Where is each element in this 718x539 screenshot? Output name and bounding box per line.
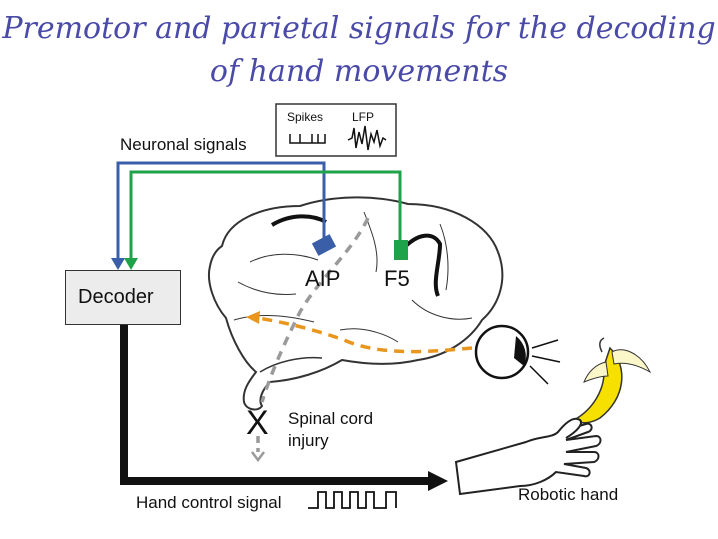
spinal-cord-label: Spinal cord: [288, 409, 374, 428]
decoder-box: [65, 270, 181, 325]
spinal-arrowhead-icon: [251, 451, 265, 463]
aip-arrowhead-icon: [111, 258, 125, 270]
injury-label: injury: [288, 431, 329, 450]
page-title-line1: Premotor and parietal signals for the de…: [2, 11, 716, 46]
visual-arrowhead-icon: [246, 311, 260, 324]
brain-illustration: [208, 196, 504, 411]
hand-control-arrowhead-icon: [428, 471, 448, 491]
arcuate-sulcus: [400, 233, 443, 297]
f5-electrode: [394, 240, 408, 260]
lfp-label: LFP: [352, 110, 375, 124]
f5-label: F5: [384, 266, 410, 291]
spikes-lfp-box: [275, 103, 397, 157]
page-title-line2: of hand movements: [209, 54, 509, 89]
spike-train-icon: [289, 134, 326, 144]
robotic-hand-label: Robotic hand: [518, 485, 619, 504]
eye-icon: [474, 324, 561, 385]
aip-label: AIP: [305, 266, 341, 291]
spikes-label: Spikes: [287, 110, 324, 124]
decoder-label: Decoder: [78, 286, 154, 308]
lfp-trace-icon: [347, 125, 387, 151]
f5-signal-line: [129, 170, 402, 263]
neuronal-signals-label: Neuronal signals: [120, 135, 247, 154]
hand-control-signal-label: Hand control signal: [136, 493, 282, 512]
hand-control-line: [120, 325, 432, 485]
central-sulcus: [270, 214, 327, 227]
visual-pathway: [257, 316, 473, 354]
injury-x-mark: X: [246, 404, 269, 442]
f5-arrowhead-icon: [124, 258, 138, 270]
aip-electrode: [311, 234, 337, 256]
banana-icon: [572, 337, 652, 424]
robotic-hand-icon: [454, 417, 602, 496]
spinal-pathway: [260, 217, 370, 403]
aip-signal-line: [116, 161, 326, 263]
square-wave-icon: [308, 491, 397, 509]
